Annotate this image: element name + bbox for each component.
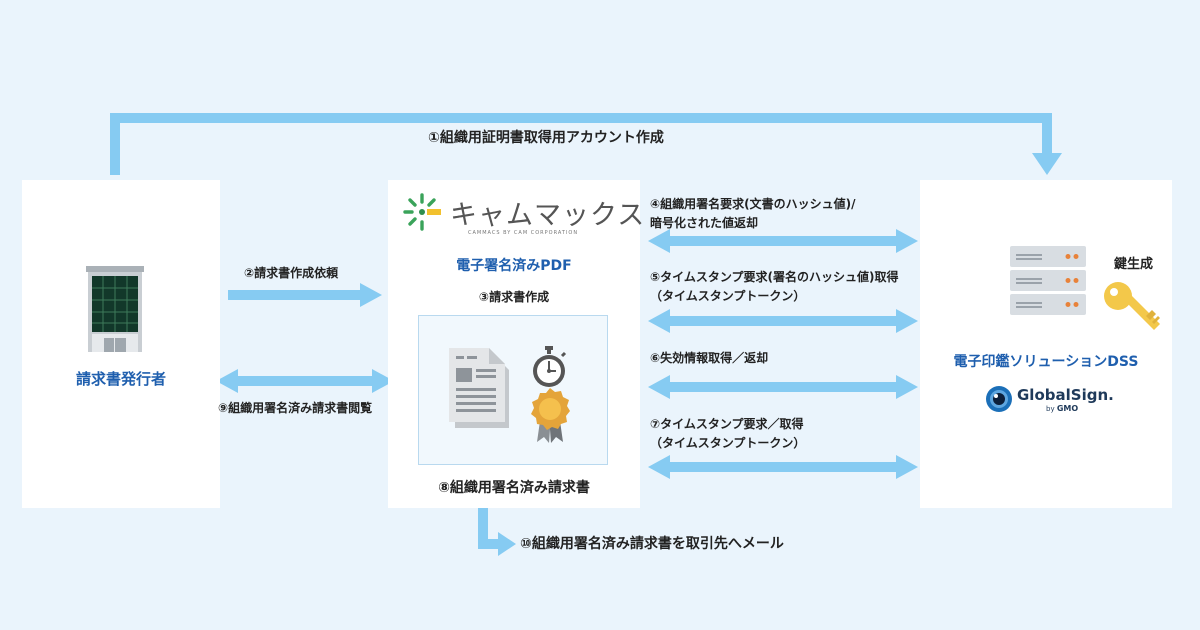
- cammacs-logo-icon: [403, 193, 441, 231]
- globalsign-eye-icon: [986, 386, 1012, 412]
- building-icon: [86, 266, 144, 352]
- step1-label: ①組織用証明書取得用アカウント作成: [428, 130, 664, 146]
- step10-arrow: [478, 496, 516, 556]
- stopwatch-icon: [533, 346, 567, 387]
- step4-arrow: [648, 229, 918, 253]
- server-icon: [1010, 246, 1086, 315]
- key-label: 鍵生成: [1114, 257, 1154, 272]
- create-label: ③請求書作成: [478, 290, 550, 304]
- step6-arrow: [648, 375, 918, 399]
- cammacs-logo-text: キャムマックス: [450, 200, 646, 231]
- step7-arrow: [648, 455, 918, 479]
- step1-arrow: [110, 113, 1062, 175]
- globalsign-name: GlobalSign.: [1017, 386, 1114, 404]
- step9-arrow: [216, 369, 394, 393]
- issuer-title: 請求書発行者: [75, 370, 166, 388]
- signed-invoice-label: ⑧組織用署名済み請求書: [438, 480, 590, 496]
- step5-label-line2: （タイムスタンプトークン）: [650, 289, 806, 303]
- signed-pdf-card: [418, 315, 608, 465]
- step2-label: ②請求書作成依頼: [244, 266, 339, 280]
- step7-label-line2: （タイムスタンプトークン）: [650, 436, 806, 450]
- document-icon: [449, 348, 509, 428]
- award-icon: [531, 388, 570, 443]
- pdf-title: 電子署名済みPDF: [456, 258, 572, 274]
- step2-arrow: [228, 283, 382, 307]
- step4-label-line2: 暗号化された値返却: [650, 216, 759, 230]
- globalsign-by-text: by: [1046, 405, 1055, 413]
- dss-box: [920, 180, 1172, 508]
- step5-arrow: [648, 309, 918, 333]
- step9-label: ⑨組織用署名済み請求書閲覧: [218, 401, 373, 415]
- step5-label-line1: ⑤タイムスタンプ要求(署名のハッシュ値)取得: [650, 270, 899, 284]
- step4-label-line1: ④組織用署名要求(文書のハッシュ値)/: [650, 197, 856, 211]
- globalsign-by: by GMO: [1046, 404, 1078, 413]
- step10-label: ⑩組織用署名済み請求書を取引先へメール: [520, 536, 784, 552]
- dss-title: 電子印鑑ソリューションDSS: [953, 354, 1139, 370]
- step6-label: ⑥失効情報取得／返却: [650, 351, 769, 365]
- step7-label-line1: ⑦タイムスタンプ要求／取得: [650, 417, 804, 431]
- globalsign-gmo: GMO: [1056, 404, 1079, 413]
- cammacs-logo-subtext: CAMMACS BY CAM CORPORATION: [468, 230, 579, 236]
- key-icon: [1104, 282, 1160, 330]
